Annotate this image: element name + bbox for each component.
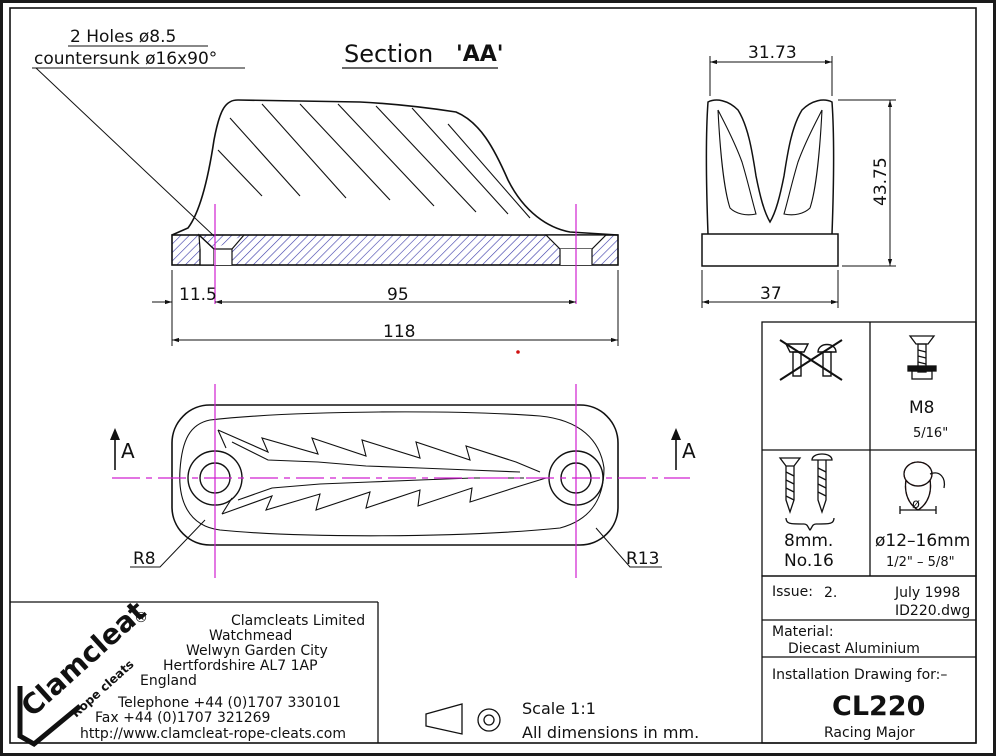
- end-view-jaws: [705, 99, 835, 235]
- section-title: Section 'AA': [342, 40, 504, 69]
- dim-width-top-label: 31.73: [748, 43, 797, 63]
- company-address-4: England: [140, 673, 197, 689]
- bolt-icon: [907, 335, 937, 380]
- end-view-base: [701, 233, 839, 267]
- section-arrow-right-label: A: [682, 439, 696, 463]
- issue-label: Issue:: [772, 584, 813, 600]
- section-arrow-left-label: A: [121, 439, 135, 463]
- end-view-dimensions: [701, 56, 896, 308]
- radius-leaders: [130, 519, 662, 568]
- projection-symbol: [425, 703, 501, 735]
- issue-number: 2.: [824, 585, 837, 601]
- paper: [3, 3, 993, 753]
- section-arrow-right-mark: [671, 428, 681, 470]
- dim-hole-pitch-label: 95: [387, 285, 409, 305]
- part-name: Racing Major: [824, 725, 915, 741]
- dim-edge-label: 11.5: [179, 285, 217, 305]
- material-value: Diecast Aluminium: [788, 641, 920, 657]
- company-telephone: Telephone +44 (0)1707 330101: [117, 695, 341, 711]
- company-website: http://www.clamcleat-rope-cleats.com: [80, 726, 346, 742]
- plan-outline: [171, 404, 619, 546]
- part-number: CL220: [832, 691, 925, 722]
- end-view-inner-left: [717, 109, 757, 216]
- material-label: Material:: [772, 624, 834, 640]
- section-arrow-left-mark: [110, 428, 120, 470]
- holes-note: 2 Holes ø8.5 countersunk ø16x90°: [32, 27, 245, 237]
- cleat-profile: [171, 99, 619, 236]
- bolt-size-imperial: 5/16": [913, 426, 948, 441]
- cleat-rib-lines: [217, 103, 531, 219]
- dim-base-width-label: 37: [760, 284, 782, 304]
- file-name: ID220.dwg: [895, 603, 970, 619]
- holes-note-leader: [35, 67, 215, 237]
- screw-size-1: 8mm.: [784, 531, 833, 551]
- logo-mark: ®: [134, 610, 148, 626]
- red-marker-dot: [516, 350, 520, 354]
- wood-screws-icon: [778, 453, 835, 531]
- issue-date: July 1998: [894, 585, 960, 601]
- plan-view: [112, 384, 690, 578]
- rope-icon: [899, 461, 946, 514]
- radius-small-label: R8: [133, 549, 156, 569]
- holes-note-line-1: 2 Holes ø8.5: [70, 27, 176, 47]
- title-block: [761, 575, 977, 744]
- end-view-inner-right: [783, 109, 823, 216]
- company-fax: Fax +44 (0)1707 321269: [95, 710, 270, 726]
- company-address-3: Hertfordshire AL7 1AP: [163, 658, 318, 674]
- no-fixings-icon: [779, 339, 843, 381]
- rope-range-imperial: 1/2" – 5/8": [886, 555, 955, 570]
- rope-symbol: ø: [912, 497, 920, 512]
- holes-note-line-2: countersunk ø16x90°: [34, 49, 217, 69]
- screw-size-2: No.16: [784, 551, 834, 571]
- rope-range: ø12–16mm: [875, 531, 970, 551]
- units-text: All dimensions in mm.: [522, 723, 699, 742]
- plan-inner-outline: [179, 411, 605, 537]
- base-section-hatched: [171, 234, 619, 266]
- company-address-1: Watchmead: [209, 628, 292, 644]
- company-block: [10, 601, 379, 743]
- countersink-left: [198, 233, 245, 266]
- section-id: 'AA': [456, 42, 504, 67]
- scale-text: Scale 1:1: [522, 699, 596, 718]
- section-view: [171, 99, 619, 304]
- plan-teeth-upper: [217, 429, 541, 473]
- dim-overall-label: 118: [383, 322, 415, 342]
- installation-label: Installation Drawing for:–: [772, 667, 947, 683]
- radius-large-label: R13: [626, 549, 659, 569]
- section-label: Section: [344, 40, 433, 68]
- bolt-size: M8: [909, 398, 934, 418]
- company-address-2: Welwyn Garden City: [186, 643, 328, 659]
- company-name: Clamcleats Limited: [231, 613, 365, 629]
- end-view: [701, 99, 839, 267]
- dim-height-label: 43.75: [871, 157, 891, 206]
- section-dimensions: [152, 270, 619, 346]
